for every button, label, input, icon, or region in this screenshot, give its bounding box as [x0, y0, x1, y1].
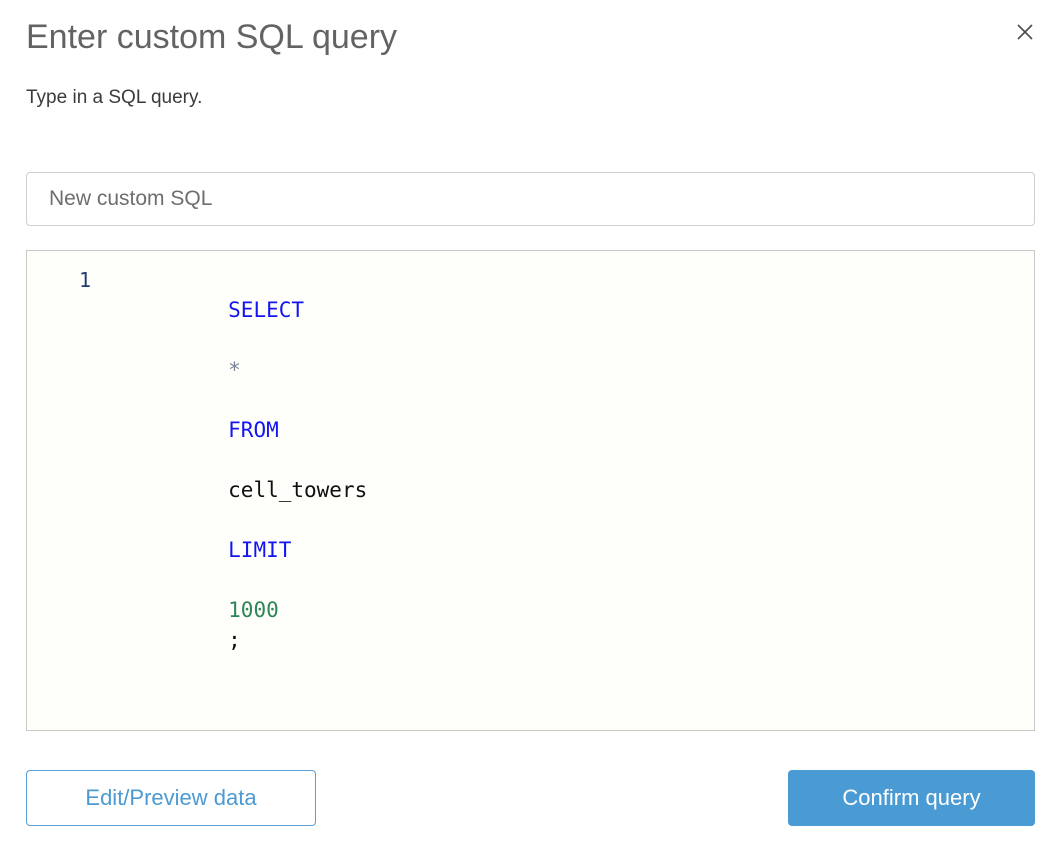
- sql-code-editor[interactable]: 1 SELECT * FROM cell_towers LIMIT 1000 ;: [26, 250, 1035, 731]
- sql-token-limit-value: 1000: [228, 598, 279, 622]
- sql-token-table-name: cell_towers: [228, 478, 368, 502]
- dialog-subtitle: Type in a SQL query.: [26, 87, 203, 108]
- sql-token-space-3: [228, 448, 241, 472]
- sql-token-limit: LIMIT: [228, 538, 292, 562]
- sql-token-space-2: [228, 388, 241, 412]
- line-number-gutter: 1: [78, 268, 91, 292]
- sql-token-space-1: [228, 328, 241, 352]
- sql-token-star: *: [228, 358, 241, 382]
- sql-token-select: SELECT: [228, 298, 305, 322]
- close-icon: [1015, 22, 1035, 42]
- code-line: 1 SELECT * FROM cell_towers LIMIT 1000 ;: [27, 251, 1034, 685]
- sql-token-space-4: [228, 508, 241, 532]
- sql-token-semicolon: ;: [228, 628, 241, 652]
- sql-token-from: FROM: [228, 418, 279, 442]
- code-line-content[interactable]: SELECT * FROM cell_towers LIMIT 1000 ;: [99, 265, 1034, 685]
- sql-token-space-5: [228, 568, 241, 592]
- query-name-input[interactable]: [26, 172, 1035, 226]
- page-title: Enter custom SQL query: [26, 18, 398, 56]
- close-button[interactable]: [1009, 16, 1041, 48]
- confirm-query-button[interactable]: Confirm query: [788, 770, 1035, 826]
- edit-preview-data-button[interactable]: Edit/Preview data: [26, 770, 316, 826]
